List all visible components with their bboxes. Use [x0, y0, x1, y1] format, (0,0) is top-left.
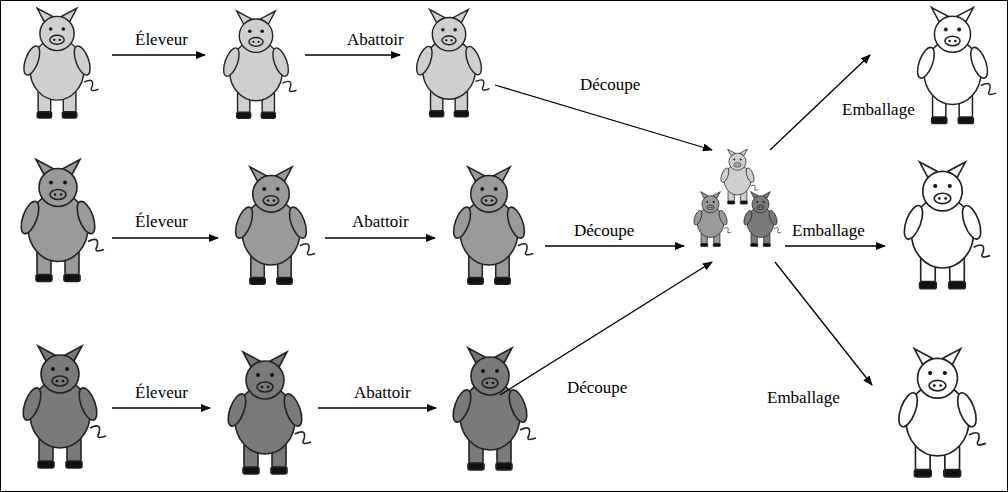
- arrow-label: Découpe: [578, 75, 642, 95]
- arrow-label: Abattoir: [345, 30, 406, 50]
- arrow-label: Emballage: [765, 388, 842, 408]
- arrow-label: Abattoir: [352, 383, 413, 403]
- arrow-label: Abattoir: [350, 212, 411, 232]
- arrow-label: Éleveur: [133, 383, 190, 403]
- arrow-label: Éleveur: [133, 212, 190, 232]
- arrow-label: Découpe: [565, 378, 629, 398]
- arrow-label: Emballage: [840, 100, 917, 120]
- arrow-label: Éleveur: [133, 30, 190, 50]
- arrow-label: Emballage: [790, 221, 867, 241]
- arrow-label: Découpe: [572, 221, 636, 241]
